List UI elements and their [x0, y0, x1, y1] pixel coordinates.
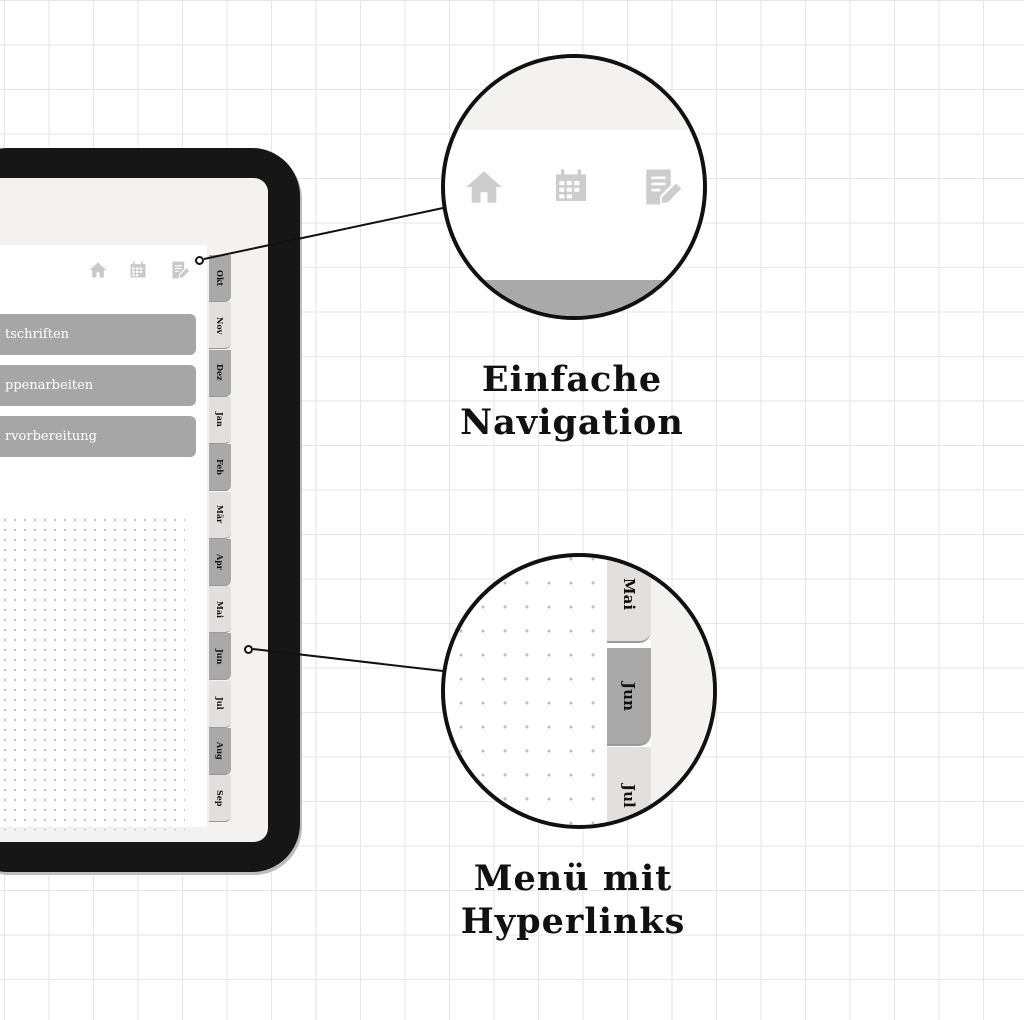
menu-button-1[interactable]: tschriften	[0, 314, 196, 355]
month-tab-mai: Mai	[607, 557, 651, 643]
zoom-circle-navigation	[441, 54, 707, 320]
home-icon	[463, 166, 505, 208]
feature-title-line: Menü mit	[473, 858, 673, 899]
month-tab-jun[interactable]: Jun	[209, 633, 231, 681]
month-tab-mär[interactable]: Mär	[209, 491, 231, 539]
month-tab-mai[interactable]: Mai	[209, 586, 231, 634]
callout-pin	[195, 256, 204, 265]
month-tab-okt[interactable]: Okt	[209, 255, 231, 302]
notes-edit-icon	[641, 166, 683, 208]
feature-title-line: Einfache	[481, 359, 663, 400]
month-tab-aug[interactable]: Aug	[209, 728, 231, 775]
callout-pin	[244, 645, 253, 654]
month-tab-feb[interactable]: Feb	[209, 444, 231, 492]
tablet-screen: tschriften ppenarbeiten rvorbereitung Ok…	[0, 178, 268, 842]
month-tab-jul[interactable]: Jul	[209, 680, 231, 728]
feature-title-line: Hyperlinks	[460, 901, 686, 942]
dot-grid	[0, 515, 185, 830]
menu-button-2[interactable]: ppenarbeiten	[0, 365, 196, 406]
calendar-icon	[551, 166, 591, 206]
month-tab-jun: Jun	[607, 648, 651, 746]
menu-button-3[interactable]: rvorbereitung	[0, 416, 196, 457]
month-tab-dez[interactable]: Dez	[209, 349, 231, 397]
feature-title-navigation: Einfache Navigation	[412, 358, 732, 444]
feature-title-line: Navigation	[460, 402, 684, 443]
month-tab-apr[interactable]: Apr	[209, 538, 231, 586]
feature-title-hyperlinks: Menü mit Hyperlinks	[413, 857, 733, 943]
month-tab-jul: Jul	[607, 747, 651, 825]
month-tab-nov[interactable]: Nov	[209, 302, 231, 350]
month-tab-sep[interactable]: Sep	[209, 775, 231, 823]
month-tab-jan[interactable]: Jan	[209, 396, 231, 444]
